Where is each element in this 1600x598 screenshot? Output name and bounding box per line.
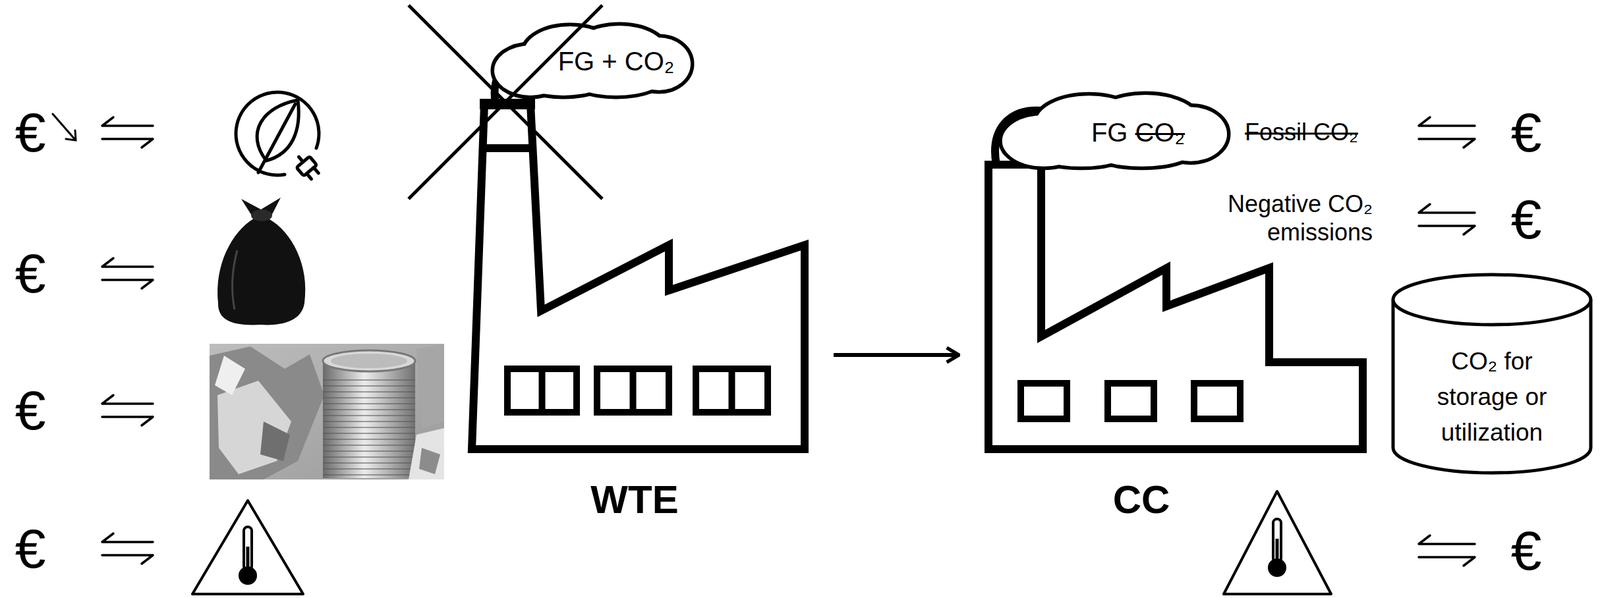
storage-cylinder: CO₂ for storage or utilization	[1390, 272, 1594, 476]
factory-outline	[461, 92, 818, 462]
garbage-bag	[217, 197, 306, 325]
exchange-arrows	[102, 395, 153, 426]
factory-window	[728, 369, 736, 413]
metal-scrap-photo	[330, 353, 408, 369]
metal-scrap-photo	[322, 376, 416, 476]
exchange-arrows	[102, 258, 153, 289]
renewable-energy-icon	[235, 92, 322, 182]
factory-outline	[471, 104, 805, 450]
factory-window	[1107, 383, 1154, 420]
metal-scrap-photo	[408, 428, 445, 480]
factory-window	[695, 369, 768, 413]
temperature-warning	[246, 546, 250, 571]
factory-outline	[479, 98, 536, 110]
factory-window	[629, 369, 637, 413]
metal-scrap-photo	[416, 343, 445, 429]
metal-scrap-photo	[214, 355, 246, 396]
renewable-energy-icon	[258, 104, 296, 173]
exchange-arrows	[1418, 535, 1475, 567]
cylinder-top	[1393, 274, 1591, 325]
euro-sign: €	[15, 515, 47, 583]
exchange-arrows	[102, 117, 153, 565]
cloud-fill	[1002, 94, 1228, 167]
note-label: Negative CO₂ emissions	[1200, 189, 1373, 247]
factory-icon: WTE	[461, 92, 818, 541]
temperature-warning	[192, 500, 304, 595]
factory-window	[507, 369, 577, 413]
renewable-energy-icon	[306, 173, 312, 179]
cross-out-mark	[408, 5, 603, 200]
factory-label: CC	[1113, 477, 1171, 523]
metal-scrap-photo	[322, 350, 416, 372]
cloud-outline	[494, 25, 691, 96]
cross-out-mark	[408, 5, 603, 200]
cloud-outline	[1002, 94, 1228, 167]
temperature-warning	[243, 527, 252, 571]
decrease-arrow	[52, 114, 76, 140]
euro-sign: €	[1511, 186, 1543, 254]
storage-label: CO₂ for storage or utilization	[1414, 343, 1570, 451]
metal-scrap-photo	[209, 346, 325, 480]
factory-window	[1020, 383, 1067, 420]
garbage-bag	[251, 209, 273, 222]
temperature-warning	[1223, 491, 1332, 595]
crossed-out-label: Fossil CO₂	[1244, 117, 1359, 147]
euro-sign: €	[15, 377, 47, 445]
smoke-cloud: FG + CO₂	[490, 23, 696, 99]
euro-sign: €	[1511, 517, 1543, 585]
decrease-arrow	[52, 114, 76, 141]
cross-out-mark	[408, 5, 603, 200]
metal-scrap-photo	[419, 448, 441, 475]
garbage-bag	[217, 197, 306, 325]
metal-scrap-photo	[322, 361, 416, 479]
euro-sign: €	[15, 240, 47, 308]
exchange-arrows	[102, 533, 153, 565]
factory-outline	[471, 104, 805, 450]
metal-scrap-photo	[260, 421, 290, 462]
factory-window	[539, 369, 546, 413]
euro-sign: €	[1511, 99, 1543, 167]
factory-window	[597, 369, 669, 413]
smoke-cloud: FG CO₂	[998, 92, 1233, 171]
exchange-arrows	[1418, 117, 1475, 148]
temperature-warning	[1223, 491, 1332, 595]
metal-scrap-photo	[209, 343, 445, 480]
renewable-energy-icon	[298, 156, 303, 163]
cloud-label: FG CO₂	[1091, 117, 1185, 148]
factory-outline	[481, 144, 534, 153]
temperature-warning	[1273, 519, 1282, 563]
decrease-arrow	[65, 130, 76, 141]
renewable-energy-icon	[235, 92, 319, 176]
factory-window	[597, 369, 669, 413]
renewable-energy-icon	[313, 167, 319, 173]
factory-window	[507, 369, 577, 413]
metal-scrap-photo	[217, 380, 292, 475]
temperature-warning	[1275, 539, 1280, 563]
cloud-label: FG + CO₂	[558, 46, 675, 77]
factory-window	[695, 369, 768, 413]
renewable-energy-icon	[291, 151, 321, 182]
temperature-warning	[192, 500, 304, 595]
cloud-fill	[494, 25, 691, 96]
euro-sign: €	[15, 99, 47, 167]
flow-arrow	[833, 353, 959, 358]
factory-window	[1194, 383, 1241, 420]
exchange-arrows	[1418, 204, 1475, 235]
factory-label: WTE	[590, 477, 679, 523]
garbage-bag	[232, 250, 238, 310]
exchange-arrows	[102, 117, 153, 148]
metal-scrap-photo	[209, 343, 445, 480]
